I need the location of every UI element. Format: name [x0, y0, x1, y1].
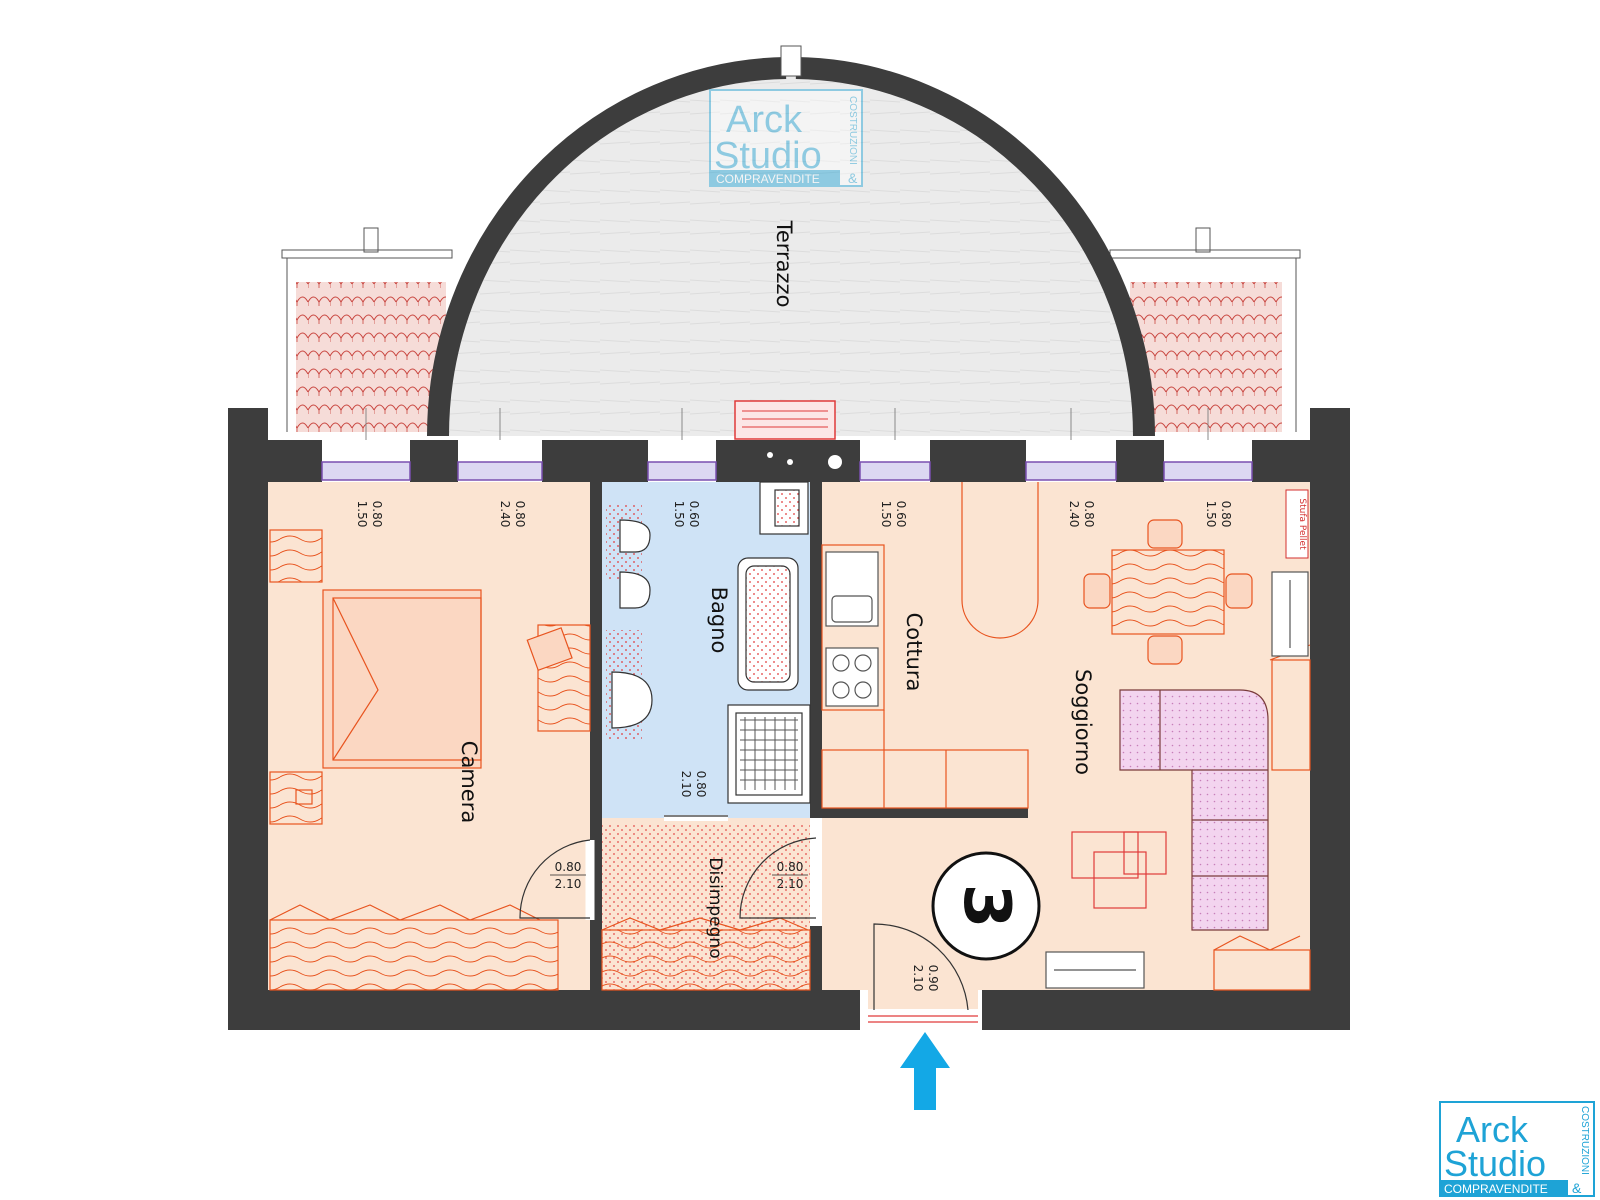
window-2-height: 2.40	[498, 501, 512, 528]
watermark-logo-line1: Arck	[726, 99, 803, 141]
windows	[321, 461, 1253, 481]
door-dimensions: 0.80 2.10 0.80 2.10 0.80 2.10 0.90 2.10	[550, 771, 940, 992]
door-bagno-width: 0.80	[694, 771, 708, 798]
company-logo-side: COSTRUZIONI	[1579, 1106, 1590, 1175]
watermark-logo: Arck Studio COMPRAVENDITE & COSTRUZIONI	[709, 89, 863, 187]
window-3-width: 0.60	[687, 501, 701, 528]
wardrobe-camera	[269, 904, 559, 991]
unit-number: 3	[949, 884, 1023, 929]
door-bagno-height: 2.10	[679, 771, 693, 798]
unit-number-badge: 3	[931, 851, 1041, 961]
company-logo-line2: Studio	[1444, 1143, 1546, 1184]
radiators	[1045, 571, 1309, 989]
window-3-height: 1.50	[672, 501, 686, 528]
door-soggiorno-width: 0.80	[777, 860, 804, 874]
disimpegno-furniture	[601, 917, 811, 991]
company-logo: Arck Studio COMPRAVENDITE & COSTRUZIONI	[1439, 1101, 1595, 1197]
window-4-height: 1.50	[879, 501, 893, 528]
coffee-table	[1071, 831, 1167, 909]
window-4-width: 0.60	[894, 501, 908, 528]
door-soggiorno-height: 2.10	[777, 877, 804, 891]
room-label-cottura: Cottura	[902, 613, 926, 692]
window-6-width: 0.80	[1219, 501, 1233, 528]
window-2-width: 0.80	[513, 501, 527, 528]
door-ingresso-height: 2.10	[911, 965, 925, 992]
window-5-width: 0.80	[1082, 501, 1096, 528]
window-6-height: 1.50	[1204, 501, 1218, 528]
door-ingresso-width: 0.90	[926, 965, 940, 992]
window-dimensions: 0.80 1.50 0.80 2.40 0.60 1.50 0.60 1.50 …	[355, 501, 1233, 528]
walls	[228, 408, 1350, 1030]
room-label-camera: Camera	[457, 741, 481, 823]
door-camera-height: 2.10	[555, 877, 582, 891]
company-logo-amp: &	[1572, 1180, 1582, 1196]
roof-right	[1109, 227, 1301, 432]
doors	[519, 815, 978, 1023]
window-1-width: 0.80	[370, 501, 384, 528]
company-logo-tagline: COMPRAVENDITE	[1444, 1182, 1548, 1196]
terrace: Terrazzo	[427, 45, 1155, 437]
room-label-terrazzo: Terrazzo	[772, 220, 796, 308]
company-logo-line1: Arck	[1456, 1109, 1529, 1150]
window-5-height: 2.40	[1067, 501, 1081, 528]
bed	[269, 529, 482, 825]
room-label-disimpegno: Disimpegno	[705, 857, 725, 958]
bathroom-fixtures	[606, 481, 811, 804]
stufa-pellet-label: Stufa Pellet	[1297, 498, 1307, 550]
watermark-logo-side: COSTRUZIONI	[847, 96, 858, 165]
window-ticks	[365, 408, 1209, 440]
stufa-pellet: Stufa Pellet	[1285, 489, 1309, 559]
sofa	[1119, 689, 1269, 931]
watermark-logo-tagline: COMPRAVENDITE	[716, 172, 820, 186]
watermark-logo-line2: Studio	[714, 135, 822, 177]
room-label-soggiorno: Soggiorno	[1071, 669, 1095, 775]
outdoor-unit	[734, 400, 842, 469]
room-label-bagno: Bagno	[707, 587, 731, 654]
roof-left	[281, 227, 453, 432]
watermark-logo-amp: &	[848, 170, 858, 186]
door-camera-width: 0.80	[555, 860, 582, 874]
dining-table	[1083, 519, 1253, 665]
entry-arrow	[900, 1032, 950, 1110]
kitchen-counter	[821, 482, 1039, 809]
desk-chair	[526, 624, 591, 732]
window-1-height: 1.50	[355, 501, 369, 528]
room-labels: Camera Bagno Cottura Soggiorno Disimpegn…	[457, 587, 1095, 959]
